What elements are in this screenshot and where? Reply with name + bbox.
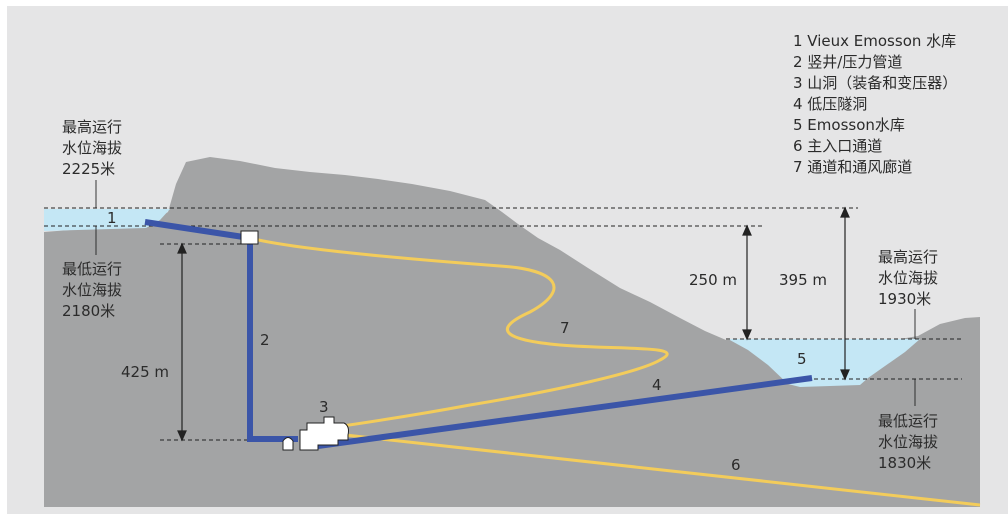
- upper-min-line-2: 水位海拔: [62, 281, 122, 299]
- upper-max-line-3: 2225米: [62, 160, 115, 178]
- pressure-shaft-2: [144, 219, 298, 442]
- upper-min-line-3: 2180米: [62, 302, 115, 320]
- dim-label-250: 250 m: [689, 271, 737, 289]
- legend-item-2: 2 竖井/压力管道: [793, 53, 902, 71]
- ventilation-gallery-7: [253, 237, 669, 432]
- marker-3: 3: [319, 398, 329, 416]
- lower-reservoir-water: [728, 339, 920, 387]
- marker-4: 4: [652, 376, 662, 394]
- main-access-tunnel-6: [317, 430, 981, 507]
- lower-max-line-1: 最高运行: [878, 248, 938, 266]
- legend-item-3: 3 山洞（装备和变压器）: [793, 74, 957, 92]
- marker-5: 5: [797, 350, 807, 368]
- legend-item-5: 5 Emosson水库: [793, 116, 905, 134]
- marker-1: 1: [107, 209, 117, 227]
- legend-item-4: 4 低压隧洞: [793, 95, 867, 113]
- legend: 1 Vieux Emosson 水库 2 竖井/压力管道 3 山洞（装备和变压器…: [793, 32, 957, 176]
- legend-item-6: 6 主入口通道: [793, 137, 882, 155]
- dimension-arrows: [177, 206, 850, 442]
- lower-min-line-2: 水位海拔: [878, 433, 938, 451]
- lower-min-line-3: 1830米: [878, 454, 931, 472]
- dim-label-425: 425 m: [121, 363, 169, 381]
- lower-max-line-3: 1930米: [878, 290, 931, 308]
- legend-item-7: 7 通道和通风廊道: [793, 158, 912, 176]
- marker-6: 6: [731, 456, 741, 474]
- upper-min-line-1: 最低运行: [62, 260, 122, 278]
- legend-item-1: 1 Vieux Emosson 水库: [793, 32, 956, 50]
- powerhouse-cavern: [282, 416, 349, 451]
- upper-reservoir-water: [44, 209, 170, 231]
- low-pressure-tunnel-4: [317, 375, 813, 449]
- surge-chamber: [240, 230, 259, 245]
- lower-min-line-1: 最低运行: [878, 412, 938, 430]
- leader-lines: [95, 180, 916, 406]
- upper-max-line-1: 最高运行: [62, 118, 122, 136]
- lower-max-line-2: 水位海拔: [878, 269, 938, 287]
- marker-2: 2: [260, 331, 270, 349]
- marker-7: 7: [560, 319, 570, 337]
- dim-label-395: 395 m: [779, 271, 827, 289]
- upper-max-line-2: 水位海拔: [62, 139, 122, 157]
